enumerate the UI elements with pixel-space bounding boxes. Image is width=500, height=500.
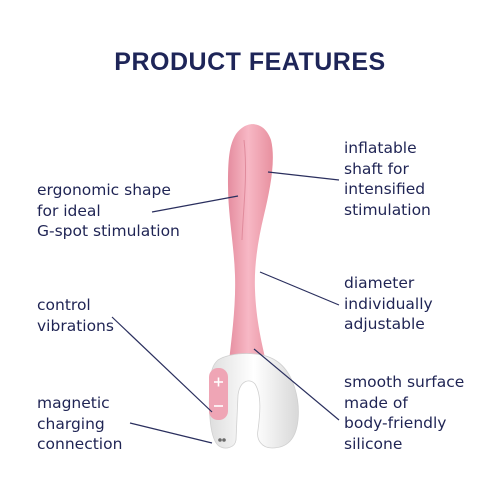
- feature-inflatable-shaft: inflatable shaft for intensified stimula…: [344, 139, 431, 219]
- feature-magnetic-charging: magnetic charging connection: [37, 394, 123, 453]
- leader-magnetic: [129, 422, 213, 444]
- feature-diameter-adjustable: diameter individually adjustable: [344, 274, 433, 333]
- charging-port-icon: [218, 438, 222, 442]
- product-handle: [208, 353, 299, 449]
- feature-control-vibrations: control vibrations: [37, 296, 114, 335]
- control-pad: [209, 368, 228, 420]
- leader-control: [111, 316, 213, 413]
- plus-icon: [214, 377, 223, 387]
- leader-smooth: [253, 348, 340, 421]
- feature-smooth-surface: smooth surface made of body-friendly sil…: [344, 373, 465, 453]
- leader-inflatable: [267, 171, 340, 181]
- product-shaft: [228, 124, 273, 371]
- leader-diameter: [259, 271, 340, 306]
- leader-ergonomic: [151, 195, 239, 213]
- feature-ergonomic-shape: ergonomic shape for ideal G-spot stimula…: [37, 181, 180, 240]
- page-title: PRODUCT FEATURES: [114, 48, 386, 76]
